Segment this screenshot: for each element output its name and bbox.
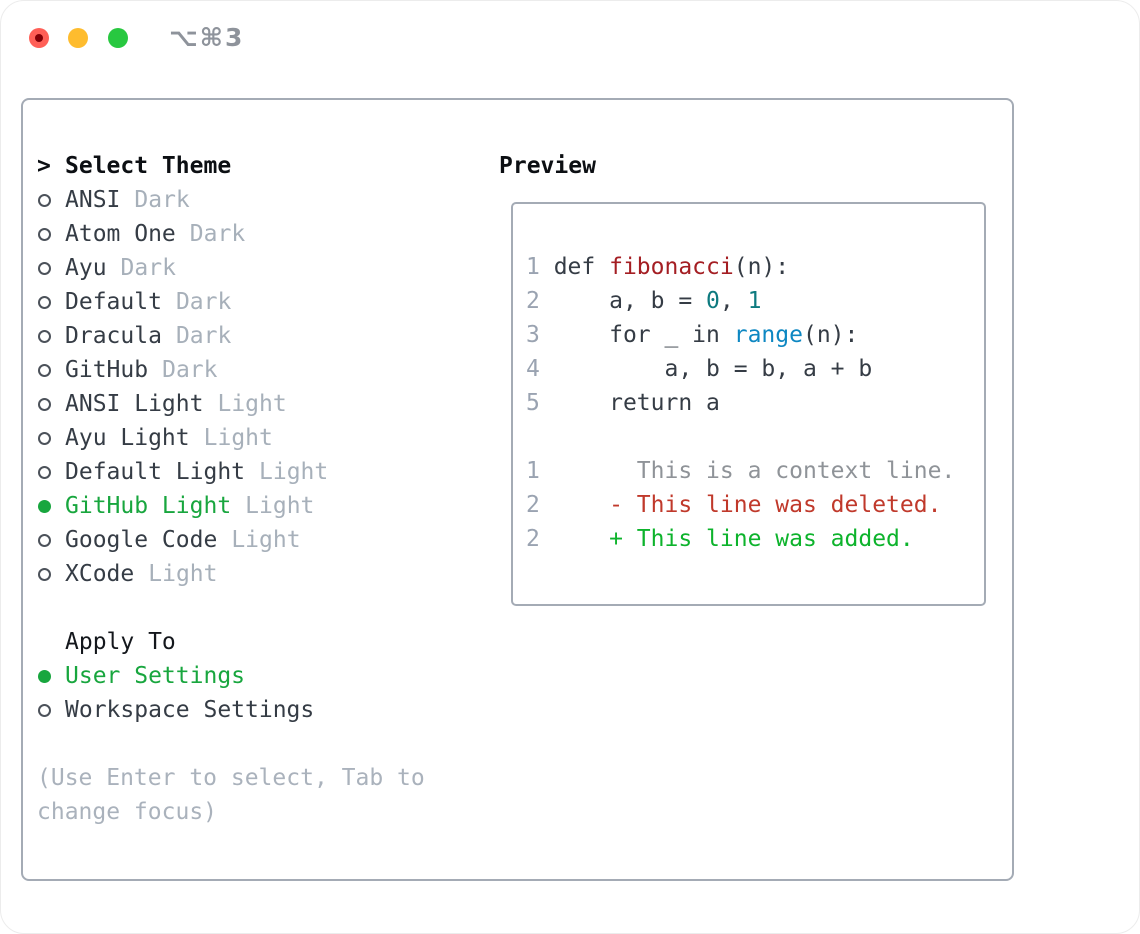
- code-line: [526, 420, 984, 454]
- apply-option-label: User Settings: [65, 663, 246, 689]
- theme-option[interactable]: Google Code Light: [37, 523, 425, 557]
- theme-name: Ayu Light: [65, 425, 190, 451]
- apply-option[interactable]: User Settings: [37, 659, 425, 693]
- theme-name: ANSI Light: [65, 391, 204, 417]
- code-line: 2 - This line was deleted.: [526, 492, 942, 518]
- theme-name: XCode: [65, 561, 135, 587]
- code-line: 4 a, b = b, a + b: [526, 356, 873, 382]
- radio-icon: [37, 465, 65, 479]
- code-line: 1 def fibonacci(n):: [526, 254, 790, 280]
- theme-name: Default Light: [65, 459, 246, 485]
- theme-variant: Light: [148, 561, 218, 587]
- theme-name: ANSI: [65, 187, 121, 213]
- code-line: 2 a, b = 0, 1: [526, 288, 762, 314]
- theme-name: Ayu: [65, 255, 107, 281]
- theme-option[interactable]: Atom One Dark: [37, 217, 425, 251]
- theme-variant: Light: [231, 527, 301, 553]
- hint-text: (Use Enter to select, Tab to change focu…: [37, 761, 425, 829]
- theme-option[interactable]: Dracula Dark: [37, 319, 425, 353]
- select-theme-label: Select Theme: [65, 153, 232, 179]
- code-block: 1 def fibonacci(n): 2 a, b = 0, 1 3 for _ …: [526, 250, 984, 556]
- theme-option[interactable]: ANSI Light Light: [37, 387, 425, 421]
- apply-option[interactable]: Workspace Settings: [37, 693, 425, 727]
- theme-option[interactable]: Default Dark: [37, 285, 425, 319]
- theme-option[interactable]: Default Light Light: [37, 455, 425, 489]
- theme-option[interactable]: Ayu Dark: [37, 251, 425, 285]
- theme-option[interactable]: Ayu Light Light: [37, 421, 425, 455]
- radio-icon: [37, 431, 65, 445]
- minimize-button[interactable]: [68, 28, 88, 48]
- theme-name: Dracula: [65, 323, 162, 349]
- theme-option[interactable]: ANSI Dark: [37, 183, 425, 217]
- radio-icon: [37, 703, 65, 717]
- hint-line-2: change focus): [37, 799, 218, 825]
- apply-to-header: Apply To: [37, 625, 425, 659]
- theme-variant: Light: [259, 459, 329, 485]
- theme-name: GitHub: [65, 357, 149, 383]
- code-line: 3 for _ in range(n):: [526, 322, 859, 348]
- radio-icon: [37, 363, 65, 377]
- preview-header: Preview: [499, 153, 596, 179]
- theme-variant: Dark: [175, 289, 232, 315]
- theme-variant: Light: [217, 391, 287, 417]
- radio-selected-icon: [37, 669, 65, 683]
- theme-name: Atom One: [65, 221, 176, 247]
- theme-variant: Dark: [134, 187, 190, 213]
- radio-icon: [37, 227, 65, 241]
- radio-icon: [37, 533, 65, 547]
- theme-option[interactable]: GitHub Light Light: [37, 489, 425, 523]
- zoom-button[interactable]: [108, 28, 128, 48]
- radio-icon: [37, 261, 65, 275]
- theme-variant: Dark: [162, 357, 218, 383]
- theme-variant: Dark: [189, 221, 246, 247]
- radio-icon: [37, 295, 65, 309]
- code-line: 5 return a: [526, 390, 720, 416]
- radio-icon: [37, 567, 65, 581]
- close-dot-icon: [35, 34, 43, 42]
- titlebar: ⌥⌘3: [1, 1, 1139, 71]
- code-line: 1 This is a context line.: [526, 458, 956, 484]
- theme-variant: Dark: [120, 255, 176, 281]
- theme-variant: Dark: [175, 323, 232, 349]
- hint-line-1: (Use Enter to select, Tab to: [37, 765, 425, 791]
- theme-variant: Light: [203, 425, 273, 451]
- radio-selected-icon: [37, 499, 65, 513]
- select-theme-header: > Select Theme: [37, 149, 425, 183]
- theme-name: Default: [65, 289, 162, 315]
- theme-variant: Light: [245, 493, 315, 519]
- window-title: ⌥⌘3: [169, 23, 245, 52]
- theme-option[interactable]: GitHub Dark: [37, 353, 425, 387]
- preview-pane: 1 def fibonacci(n): 2 a, b = 0, 1 3 for _ …: [511, 202, 986, 606]
- theme-option[interactable]: XCode Light: [37, 557, 425, 591]
- selection-cursor-icon: >: [37, 153, 51, 179]
- radio-icon: [37, 329, 65, 343]
- theme-name: GitHub Light: [65, 493, 232, 519]
- radio-icon: [37, 397, 65, 411]
- radio-icon: [37, 193, 65, 207]
- close-button[interactable]: [29, 28, 49, 48]
- apply-option-label: Workspace Settings: [65, 697, 315, 723]
- apply-to-label: Apply To: [65, 629, 176, 655]
- code-line: 2 + This line was added.: [526, 526, 914, 552]
- theme-name: Google Code: [65, 527, 218, 553]
